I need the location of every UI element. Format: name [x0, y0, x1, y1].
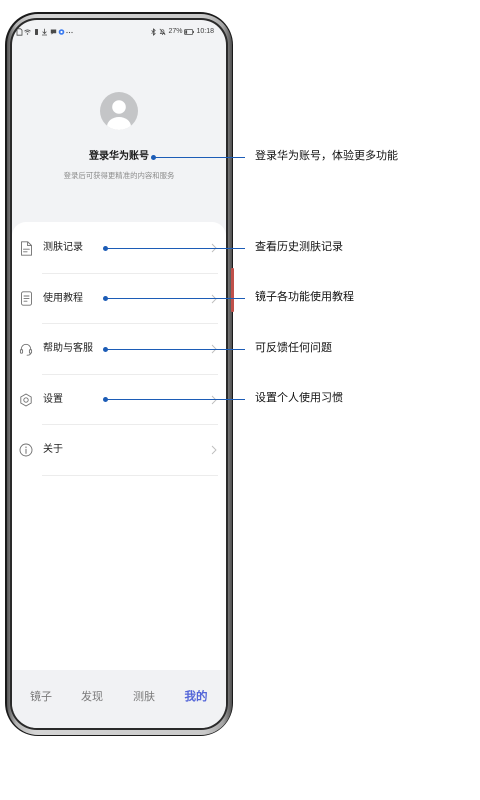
menu-item-label: 帮助与客服 [43, 343, 93, 354]
battery-percent: 27% [168, 28, 183, 35]
chevron-right-icon [211, 395, 217, 405]
tab-discover[interactable]: 发现 [81, 691, 103, 703]
menu-item-label: 关于 [43, 444, 63, 455]
menu-item-label: 使用教程 [43, 292, 83, 304]
download-icon [41, 28, 48, 36]
divider [42, 323, 218, 324]
phone-side-button [231, 268, 234, 312]
divider [42, 373, 218, 375]
menu-item-label: 测肤记录 [43, 242, 83, 253]
phone-frame: 27% 10:18 登录华为账号 登录后可获得更精准的内容和服务 [5, 12, 234, 736]
chevron-right-icon [211, 294, 217, 304]
menu-item-help-support[interactable]: 帮助与客服 [12, 324, 226, 375]
headset-icon [19, 342, 33, 357]
document-icon [19, 241, 33, 256]
menu-item-skin-records[interactable]: 测肤记录 [12, 223, 226, 274]
bottom-nav: 镜子 发现 测肤 我的 [12, 670, 226, 728]
annotation-text: 查看历史测肤记录 [255, 241, 343, 253]
annotation-text: 镜子各功能使用教程 [255, 291, 354, 303]
chevron-right-icon [211, 344, 217, 354]
app-notification-icon [58, 28, 65, 36]
menu-item-about[interactable]: 关于 [12, 425, 226, 476]
menu-item-tutorial[interactable]: 使用教程 [12, 274, 226, 324]
chevron-right-icon [211, 445, 217, 455]
tab-me[interactable]: 我的 [184, 691, 208, 703]
bluetooth-icon [150, 28, 157, 36]
clock-time: 10:18 [196, 28, 214, 35]
divider [42, 474, 218, 476]
tab-mirror[interactable]: 镜子 [30, 691, 52, 703]
info-icon [19, 443, 33, 458]
menu-item-label: 设置 [43, 393, 63, 405]
gear-icon [19, 392, 33, 407]
message-icon [50, 28, 57, 36]
mute-icon [159, 28, 166, 36]
wifi-icon [24, 28, 32, 36]
menu-item-settings[interactable]: 设置 [12, 375, 226, 425]
tab-skin-test[interactable]: 测肤 [133, 691, 155, 703]
status-left-icons [16, 26, 73, 38]
annotation-text: 登录华为账号，体验更多功能 [255, 150, 398, 162]
chevron-right-icon [211, 243, 217, 253]
menu-card: 测肤记录 使用教程 [12, 222, 226, 670]
divider [42, 272, 218, 274]
sim-card-icon [16, 28, 23, 36]
guide-icon [19, 291, 33, 306]
menu-list: 测肤记录 使用教程 [12, 223, 226, 476]
app-screen: 27% 10:18 登录华为账号 登录后可获得更精准的内容和服务 [12, 20, 226, 728]
annotation-text: 设置个人使用习惯 [255, 392, 343, 404]
battery-icon [184, 29, 195, 35]
annotation-text: 可反馈任何问题 [255, 342, 332, 354]
login-huawei-account-link[interactable]: 登录华为账号 [89, 151, 149, 162]
divider [42, 424, 218, 425]
status-bar: 27% 10:18 [12, 26, 226, 38]
default-avatar-icon [100, 92, 138, 130]
more-icon [66, 28, 73, 36]
status-right-icons: 27% 10:18 [150, 26, 214, 38]
vibrate-icon [33, 28, 40, 36]
login-hint-text: 登录后可获得更精准的内容和服务 [63, 171, 175, 180]
avatar[interactable] [100, 92, 138, 130]
